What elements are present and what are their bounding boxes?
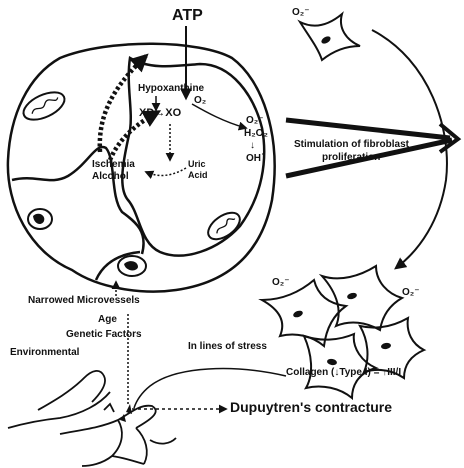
uric-label: Uric [188,160,206,169]
superoxide-right-label: O₂⁻ [402,288,420,299]
hypoxanthine-label: Hypoxanthine [138,84,204,95]
lines-of-stress-label: In lines of stress [188,342,267,353]
fibroblast-top-nucleus [320,35,332,45]
tissue-outline [8,44,275,292]
superoxide-top-label: O₂⁻ [292,8,310,19]
ros-peroxide-label: H₂O₂ [244,129,268,140]
environmental-label: Environmental [10,348,79,359]
genetic-factors-label: Genetic Factors [66,330,142,341]
ischemia-arrow-up [100,56,146,152]
collagen-label: Collagen (↓Type I) = ↑III/I [286,368,401,379]
xd-xo-label: XD→XO [139,108,181,120]
nucleus-left [28,209,52,229]
age-label: Age [98,315,117,326]
superoxide-left-label: O₂⁻ [272,278,290,289]
nucleus-bottom [118,256,146,276]
stimulation-label-line1: Stimulation of fibroblast [294,140,409,151]
alcohol-label: Alcohol [92,172,129,183]
ros-superoxide-label: O₂⁻ [246,116,264,127]
ischemia-label: Ischemia [92,160,135,171]
uric-feedback-arrow [146,168,186,175]
stimulation-label-line2: proliferation [322,153,380,164]
o2-label: O₂ [194,96,206,107]
ros-arrow-label: ↓ [250,141,255,152]
nodule-marks [120,404,132,422]
dupuytren-label: Dupuytren's contracture [230,400,392,415]
o2-to-ros-arrow [192,104,246,128]
ros-hydroxyl-label: OH˙ [246,154,264,165]
acid-label: Acid [188,171,208,180]
fibroblast-top [300,14,360,60]
atp-label: ATP [172,8,203,25]
narrowed-microvessels-label: Narrowed Microvessels [28,296,140,307]
